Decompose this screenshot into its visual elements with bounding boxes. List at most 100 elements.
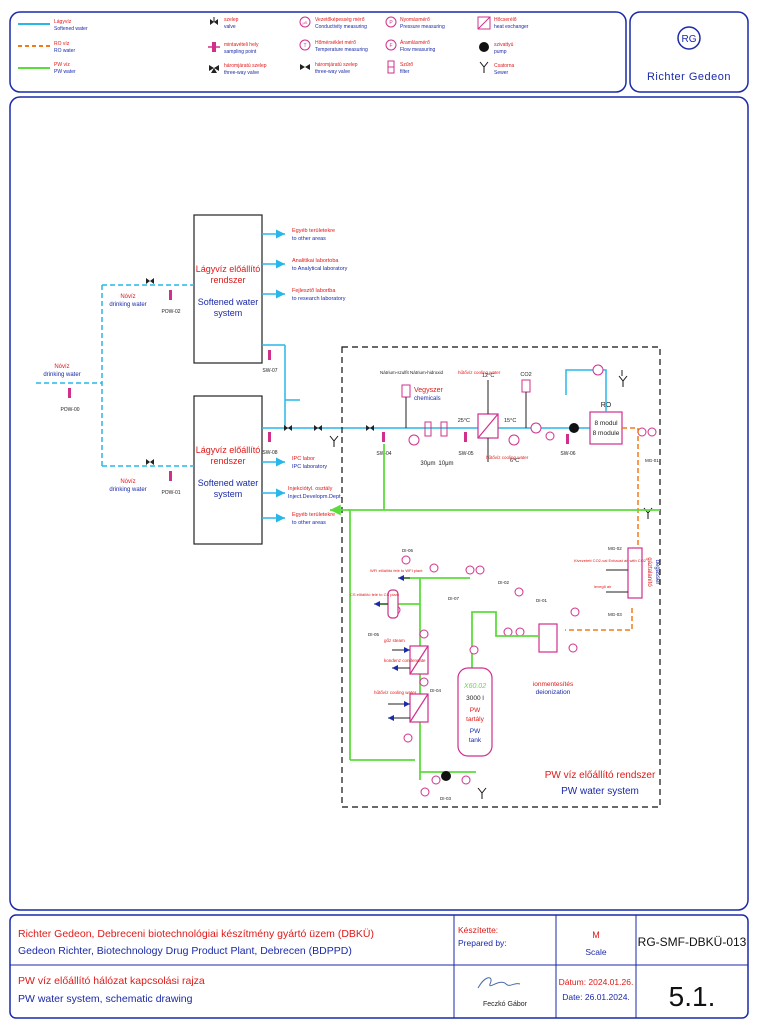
filter-icon [387, 60, 395, 74]
legend-softened-en: Softened water [54, 26, 88, 32]
out1-0-hu: Egyéb területekre [292, 228, 335, 234]
out2-0-en: IPC laboratory [292, 464, 327, 470]
pw-meter-j [403, 733, 413, 743]
legend-pw-hu: PW víz [54, 62, 70, 68]
out1-0-en: to other areas [292, 236, 326, 242]
drinking-main-hu: Nóvíz [54, 364, 69, 370]
pw-meter-g [401, 555, 411, 565]
legend-ro-en: RO water [54, 48, 75, 54]
legend-threeway-en: three-way valve [224, 70, 259, 76]
out2-2-en: to other areas [292, 520, 326, 526]
three-way-valve-icon [209, 65, 219, 73]
condensate-label: kondenz condensate [384, 658, 426, 663]
deion-meter-a [570, 607, 580, 617]
logo-monogram: RG [682, 34, 697, 45]
legend-sewer-en: Sewer [494, 70, 509, 76]
pow01-label: POW-01 [161, 490, 180, 496]
legend-sampling-en: sampling point [224, 49, 257, 55]
flow-meter-ro [592, 364, 604, 376]
legend-ro-hu: RO víz [54, 41, 70, 47]
chem-hu: Vegyszer [414, 387, 443, 394]
box2-en2: system [214, 489, 243, 499]
di02-label: DI-02 [498, 580, 510, 585]
conductivity-icon: µS [299, 16, 311, 28]
ro-meter-b [647, 427, 657, 437]
legend-threeway2-hu: háromjáratú szelep [315, 62, 358, 68]
out2-1-en: Inject.Developm.Dept. [288, 494, 343, 500]
valve-icon-feed [284, 425, 292, 431]
softened-outputs-top [262, 229, 285, 299]
temp-15: 15°C [504, 418, 516, 424]
pressure-icon: P [385, 16, 397, 28]
pw-system-frame [341, 346, 661, 808]
ro-pump [569, 423, 579, 433]
out2-0-hu: IPC labor [292, 456, 315, 462]
legend-valve-hu: szelep [224, 17, 239, 23]
legend-pump-hu: szivattyú [494, 42, 514, 48]
filter-10-label: 10μm [438, 461, 453, 467]
temperature-icon: T [299, 39, 311, 51]
legend-sewer-hu: Csatorna [494, 63, 515, 69]
box2-hu1: Lágyvíz előállító [196, 445, 261, 455]
drinking-water-lines [36, 284, 194, 467]
date-en: Date: 26.01.2024. [562, 992, 630, 1002]
legend-valve-en: valve [224, 24, 236, 30]
ro-water-lines [565, 427, 639, 631]
footer-company-en: Gedeon Richter, Biotechnology Drug Produ… [18, 945, 352, 957]
co2-label: CO2 [520, 372, 531, 378]
pw-meter-b [431, 775, 441, 785]
mg01-label: MG-01 [645, 458, 659, 463]
heat-exchanger-icon [477, 16, 491, 30]
prepared-hu: Készítette: [458, 925, 498, 935]
cooling-pw-label: hűtővíz cooling water [374, 690, 417, 695]
legend-flow-en: Flow measuring [400, 47, 436, 53]
svg-text:P: P [389, 20, 393, 26]
deion-meter-e [568, 643, 578, 653]
ro-meter-a [637, 427, 647, 437]
prepared-en: Prepared by: [458, 938, 507, 948]
sampling-point-sw05 [464, 432, 467, 442]
mg02-label: MG-02 [608, 546, 622, 551]
deion-meter-c [503, 627, 513, 637]
sewer-icon [479, 61, 489, 73]
pw-meter-i [419, 677, 429, 687]
tank-vol: 3000 l [466, 695, 484, 702]
legend-frame [9, 11, 627, 93]
out1-2-hu: Fejlesztő labortba [292, 288, 336, 294]
legend-lines [18, 23, 50, 69]
legend-heatex-en: heat exchanger [494, 24, 529, 30]
main-frame [9, 96, 749, 911]
legend-flow-hu: Áramlásmérő [400, 39, 430, 46]
box2-hu2: rendszer [210, 456, 245, 466]
legend-pressure-en: Pressure measuring [400, 24, 445, 30]
softener-box-top [193, 214, 263, 364]
pw-meter-e [465, 565, 475, 575]
legend-conductivity-en: Conductivity measuring [315, 24, 367, 30]
pw-system-hu: PW víz előállító rendszer [545, 770, 656, 781]
pw-meter-a [420, 787, 430, 797]
di04-label: DI-04 [430, 688, 442, 693]
sampling-point-sw06 [566, 434, 569, 444]
legend-filter-en: filter [400, 69, 410, 75]
degasser [627, 547, 643, 599]
temp-6: 6°C [510, 458, 519, 464]
footer-title-en: PW water system, schematic drawing [18, 993, 193, 1005]
flow-meter [408, 434, 420, 446]
co2-dosing [521, 379, 531, 393]
author: Feczkó Gábor [483, 1001, 528, 1008]
ro-modules-0: 8 modul [594, 420, 618, 427]
drinking-b-en: drinking water [109, 487, 146, 493]
valve-icon-feed-2 [314, 425, 322, 431]
signature [477, 977, 521, 989]
legend-pump-en: pump [494, 49, 507, 55]
svg-text:F: F [389, 43, 392, 49]
wfi-label: WFI előállító felé to WFI plant [370, 568, 423, 573]
sw05-label: SW-05 [458, 451, 473, 457]
deionization-unit [538, 623, 558, 653]
legend-threeway2-en: three-way valve [315, 69, 350, 75]
sw08-label: SW-08 [262, 450, 277, 456]
sampling-point-pow01 [169, 471, 172, 481]
di07-label: DI-07 [448, 596, 460, 601]
out1-1-en: to Analytical laboratory [292, 266, 348, 272]
softened-outputs-bottom [262, 457, 285, 523]
